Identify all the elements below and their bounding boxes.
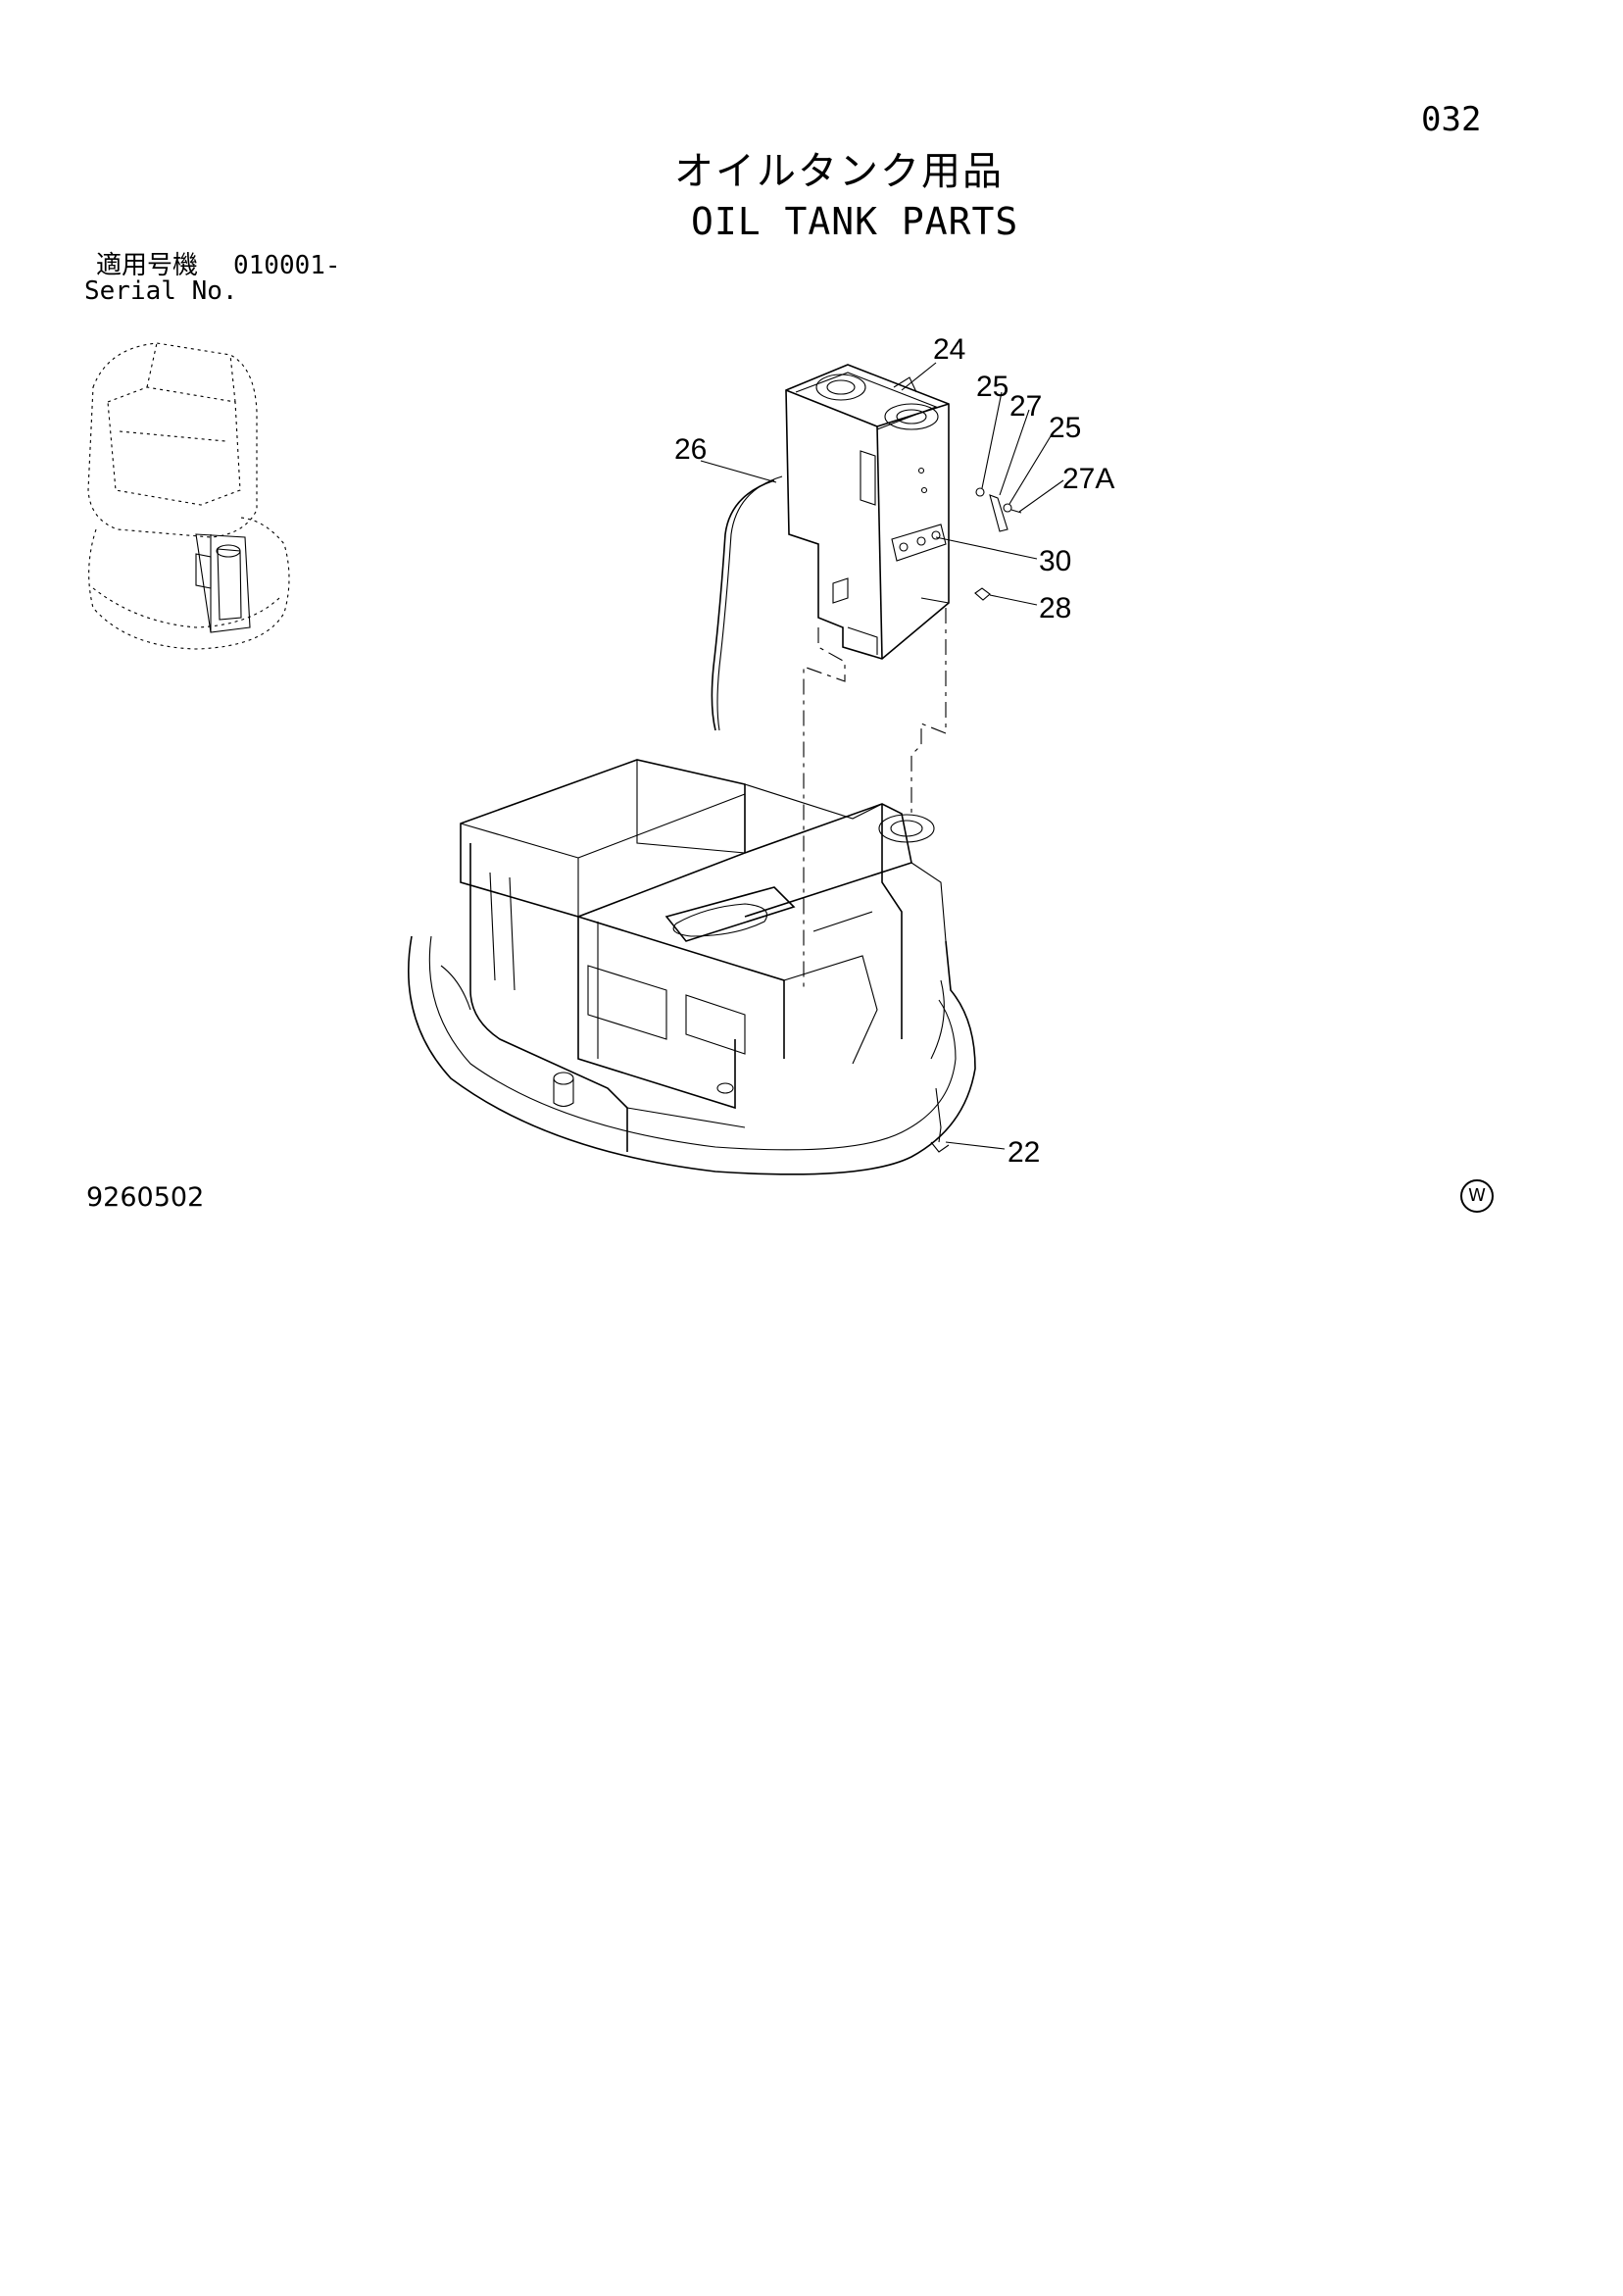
callout-22: 22 xyxy=(1008,1136,1040,1169)
hardware-icon xyxy=(974,487,1022,601)
serial-label-en: Serial No. xyxy=(84,276,238,306)
level-gauge-icon xyxy=(711,475,783,731)
oil-tank-icon xyxy=(785,364,950,660)
assembly-lines xyxy=(803,608,947,990)
page-number: 032 xyxy=(1421,100,1482,139)
excavator-locator-icon xyxy=(87,342,290,650)
leader-lines xyxy=(700,362,1064,1150)
callout-25-a: 25 xyxy=(976,371,1008,403)
serial-range: 010001- xyxy=(233,251,341,280)
serial-label-jp: 適用号機 xyxy=(96,251,199,280)
callout-27a: 27A xyxy=(1062,463,1114,495)
callout-labels: 24 25 27 25 27A 26 30 28 22 xyxy=(674,333,1114,1169)
callout-24: 24 xyxy=(933,333,965,366)
page-title-en: OIL TANK PARTS xyxy=(691,200,1019,243)
callout-27: 27 xyxy=(1009,390,1042,423)
callout-30: 30 xyxy=(1039,545,1071,577)
page-title-jp: オイルタンク用品 xyxy=(674,149,1004,194)
circled-mark-icon: W xyxy=(1460,1179,1494,1213)
drawing-number: 9260502 xyxy=(86,1182,205,1213)
callout-25-b: 25 xyxy=(1049,412,1081,444)
swing-frame-icon xyxy=(408,759,976,1175)
callout-26: 26 xyxy=(674,433,707,466)
callout-28: 28 xyxy=(1039,592,1071,624)
